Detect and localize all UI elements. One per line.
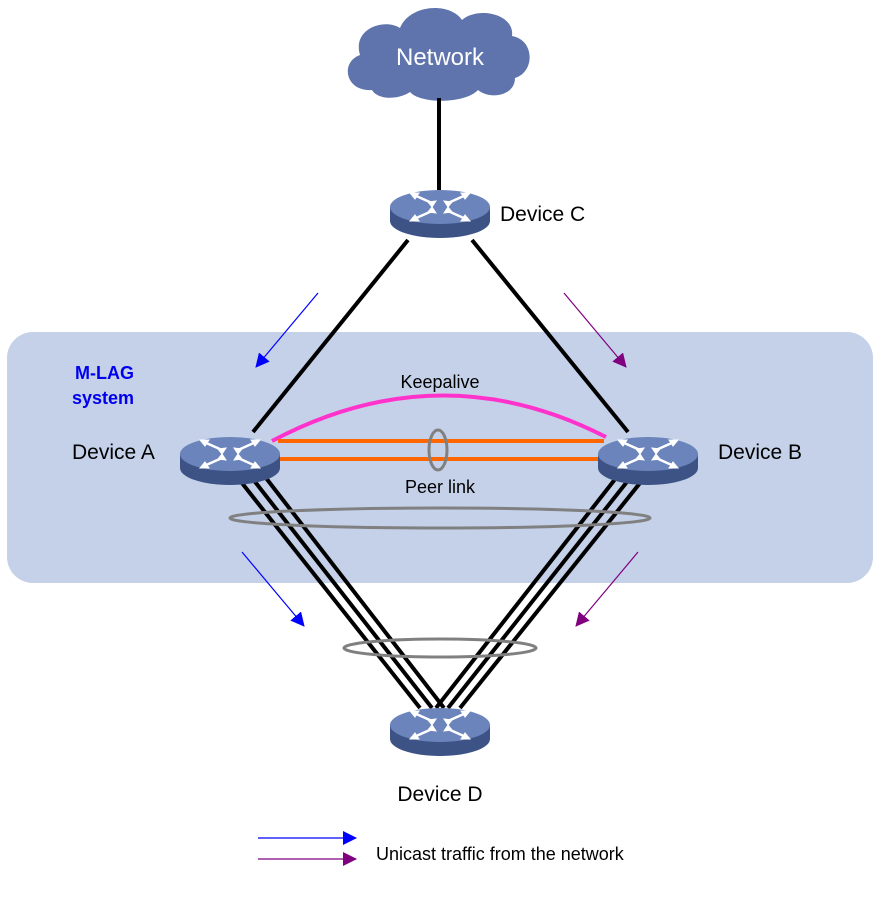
keepalive-label: Keepalive	[400, 372, 479, 392]
traffic-arrow-c-a	[255, 292, 319, 368]
device-a-label: Device A	[72, 441, 155, 464]
traffic-arrow-a-d	[241, 551, 305, 627]
device-b-label: Device B	[718, 441, 802, 464]
mlag-label-line1: M-LAG	[75, 363, 134, 383]
legend-label: Unicast traffic from the network	[376, 844, 625, 864]
traffic-arrow-b-d	[575, 551, 639, 627]
mlag-label-line2: system	[72, 388, 134, 408]
network-cloud-label: Network	[396, 44, 485, 71]
lag-ring-upper	[228, 506, 652, 530]
peer-link-ring	[427, 428, 449, 472]
device-d-label: Device D	[397, 783, 482, 806]
device-d-switch-icon	[388, 706, 492, 758]
link-c-b	[470, 238, 630, 434]
device-a-switch-icon	[178, 435, 282, 487]
lag-ring-lower	[342, 637, 538, 659]
keepalive-link	[271, 393, 607, 443]
links-b-d	[434, 476, 646, 710]
links-a-d	[236, 476, 446, 710]
legend: Unicast traffic from the network	[258, 831, 625, 866]
device-c-label: Device C	[500, 203, 585, 226]
device-c-switch-icon	[388, 188, 492, 240]
network-cloud-icon	[347, 8, 530, 101]
traffic-arrow-c-b	[563, 292, 627, 368]
link-c-a	[251, 238, 410, 434]
peer-link-label: Peer link	[405, 477, 476, 497]
device-b-switch-icon	[596, 435, 700, 487]
